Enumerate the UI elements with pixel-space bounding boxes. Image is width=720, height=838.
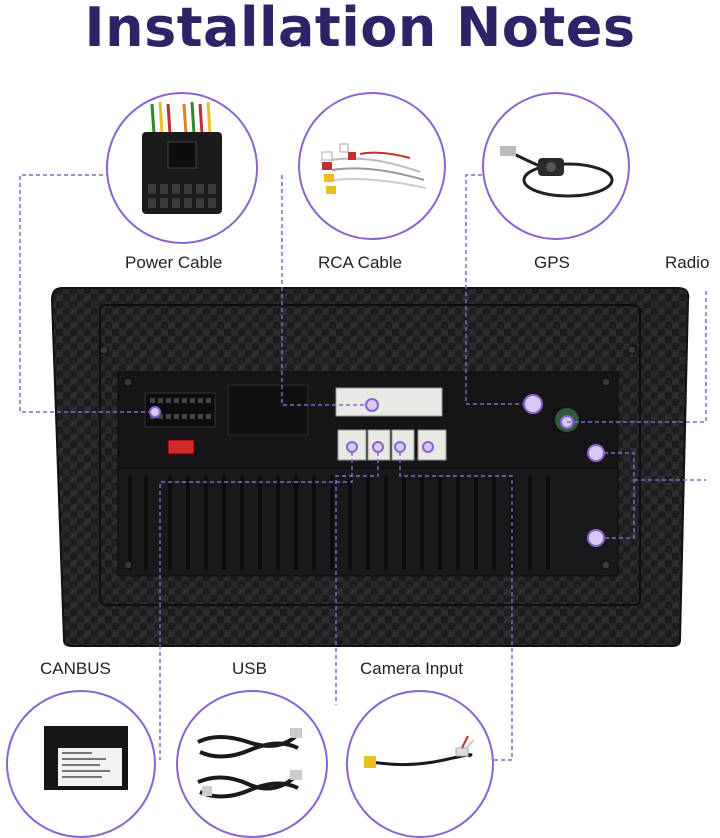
gps-antenna-icon	[500, 146, 614, 198]
label-canbus: CANBUS	[40, 659, 111, 678]
rca-cable-bundle-icon	[321, 143, 427, 194]
usb-cables-icon	[197, 728, 302, 799]
usb-circle	[176, 690, 328, 838]
canbus-decoder-box-icon	[44, 726, 128, 790]
aux-socket-2	[587, 529, 605, 547]
gps-circle	[482, 92, 630, 240]
rca-cable-circle	[298, 92, 446, 240]
aux-socket-1	[587, 444, 605, 462]
screws	[99, 345, 637, 570]
connector-lines	[19, 174, 707, 761]
gps-socket	[523, 394, 543, 414]
fuse	[167, 439, 195, 455]
label-usb: USB	[232, 659, 267, 678]
power-cable-circle	[106, 92, 258, 244]
canbus-circle	[6, 690, 156, 838]
blank-module	[227, 384, 309, 436]
page-title: Installation Notes	[84, 0, 636, 59]
camera-input-circle	[346, 690, 494, 838]
power-cable-connector-icon	[142, 101, 222, 214]
label-camera-input: Camera Input	[360, 659, 463, 678]
rca-port-top	[335, 387, 443, 417]
label-rca-cable: RCA Cable	[318, 253, 403, 272]
camera-input-cable-icon	[364, 735, 475, 768]
label-gps: GPS	[534, 253, 570, 272]
label-power-cable: Power Cable	[125, 253, 223, 272]
label-radio: Radio	[665, 253, 710, 272]
